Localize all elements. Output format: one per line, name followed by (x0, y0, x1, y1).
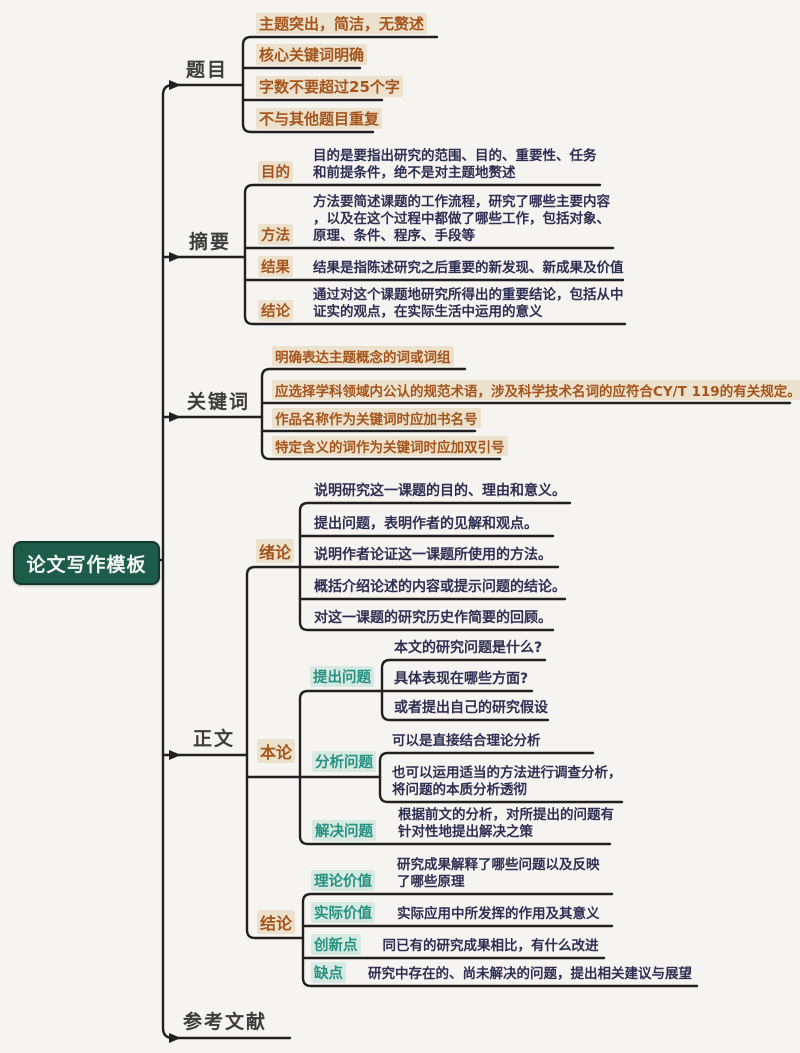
raise-question-item[interactable]: 具体表现在哪些方面? (394, 671, 529, 687)
title-rule-item[interactable]: 不与其他题目重复 (256, 108, 383, 129)
root-node[interactable]: 论文写作模板 (13, 541, 160, 585)
body-conclusion-label[interactable]: 结论 (257, 910, 296, 934)
body-intro-label[interactable]: 绪论 (256, 539, 295, 563)
abstract-method-label: 方法 (258, 224, 293, 245)
abstract-method-row[interactable]: 方法 方法要简述课题的工作流程，研究了哪些主要内容 ，以及在这个过程中都做了哪些… (258, 194, 610, 245)
body-main-label[interactable]: 本论 (257, 739, 296, 763)
abstract-method-desc: 方法要简述课题的工作流程，研究了哪些主要内容 ，以及在这个过程中都做了哪些工作，… (313, 194, 610, 244)
weakness-desc: 研究中存在的、尚未解决的问题，提出相关建议与展望 (368, 966, 692, 982)
abstract-purpose-label: 目的 (258, 161, 293, 182)
arrow-icon (169, 80, 181, 90)
abstract-result-label: 结果 (258, 256, 293, 277)
abstract-purpose-row[interactable]: 目的 目的是要指出研究的范围、目的、重要性、任务 和前提条件，绝不是对主题地赘述 (258, 148, 597, 182)
abstract-purpose-desc: 目的是要指出研究的范围、目的、重要性、任务 和前提条件，绝不是对主题地赘述 (313, 148, 597, 181)
solve-question-label: 解决问题 (312, 820, 376, 841)
innovation-desc: 同已有的研究成果相比，有什么改进 (382, 938, 599, 954)
theoretical-value-label: 理论价值 (311, 870, 375, 891)
title-rule-item[interactable]: 字数不要超过25个字 (256, 76, 403, 97)
keyword-rule-item[interactable]: 特定含义的词作为关键词时应加双引号 (272, 436, 508, 456)
intro-item[interactable]: 概括介绍论述的内容或提示问题的结论。 (314, 579, 566, 595)
branch-body[interactable]: 正文 (193, 728, 236, 750)
intro-item[interactable]: 说明研究这一课题的目的、理由和意义。 (314, 483, 566, 499)
intro-item[interactable]: 说明作者论证这一课题所使用的方法。 (314, 547, 552, 563)
raise-question-item[interactable]: 本文的研究问题是什么? (394, 640, 543, 656)
trunk-line (161, 83, 175, 1040)
keyword-rule-item[interactable]: 作品名称作为关键词时应加书名号 (272, 408, 481, 428)
intro-item[interactable]: 提出问题，表明作者的见解和观点。 (314, 516, 538, 532)
innovation-row[interactable]: 创新点 同已有的研究成果相比，有什么改进 (311, 934, 599, 955)
abstract-conclusion-row[interactable]: 结论 通过对这个课题地研究所得出的重要结论，包括从中 证实的观点，在实际生活中运… (258, 287, 624, 321)
arrow-icon (169, 1033, 181, 1043)
raise-question-item[interactable]: 或者提出自己的研究假设 (394, 700, 548, 716)
weakness-label: 缺点 (311, 962, 346, 983)
arrow-icon (169, 412, 181, 422)
branch-keywords[interactable]: 关键词 (187, 391, 251, 413)
practical-value-label: 实际价值 (311, 902, 375, 923)
keyword-rule-item[interactable]: 应选择学科领域内公认的规范术语，涉及科学技术名词的应符合CY/T 119的有关规… (272, 380, 800, 400)
intro-item[interactable]: 对这一课题的研究历史作简要的回顾。 (314, 610, 552, 626)
title-rule-item[interactable]: 主题突出，简洁，无赘述 (256, 13, 428, 34)
abstract-result-desc: 结果是指陈述研究之后重要的新发现、新成果及价值 (313, 260, 624, 276)
abstract-result-row[interactable]: 结果 结果是指陈述研究之后重要的新发现、新成果及价值 (258, 256, 624, 277)
theoretical-value-desc: 研究成果解释了哪些问题以及反映 了哪些原理 (397, 857, 600, 890)
abstract-conclusion-label: 结论 (258, 300, 293, 321)
branch-references[interactable]: 参考文献 (183, 1011, 268, 1033)
weakness-row[interactable]: 缺点 研究中存在的、尚未解决的问题，提出相关建议与展望 (311, 962, 692, 983)
analyze-question-label[interactable]: 分析问题 (312, 751, 376, 772)
analyze-question-item[interactable]: 也可以运用适当的方法进行调查分析， 将问题的本质分析透彻 (392, 765, 622, 798)
solve-question-row[interactable]: 解决问题 根据前文的分析，对所提出的问题有 针对性地提出解决之策 (312, 807, 614, 841)
solve-question-desc: 根据前文的分析，对所提出的问题有 针对性地提出解决之策 (398, 807, 614, 840)
keyword-rule-item[interactable]: 明确表达主题概念的词或词组 (272, 346, 454, 366)
branch-title[interactable]: 题目 (186, 59, 229, 81)
title-rule-item[interactable]: 核心关键词明确 (256, 44, 368, 65)
practical-value-desc: 实际应用中所发挥的作用及其意义 (397, 906, 600, 922)
branch-abstract[interactable]: 摘要 (189, 231, 232, 253)
practical-value-row[interactable]: 实际价值 实际应用中所发挥的作用及其意义 (311, 902, 600, 923)
abstract-conclusion-desc: 通过对这个课题地研究所得出的重要结论，包括从中 证实的观点，在实际生活中运用的意… (313, 287, 624, 320)
arrow-icon (169, 252, 181, 262)
analyze-question-item[interactable]: 可以是直接结合理论分析 (392, 733, 541, 749)
arrow-icon (169, 750, 181, 760)
raise-question-label[interactable]: 提出问题 (310, 666, 374, 687)
innovation-label: 创新点 (311, 934, 361, 955)
theoretical-value-row[interactable]: 理论价值 研究成果解释了哪些问题以及反映 了哪些原理 (311, 857, 600, 891)
